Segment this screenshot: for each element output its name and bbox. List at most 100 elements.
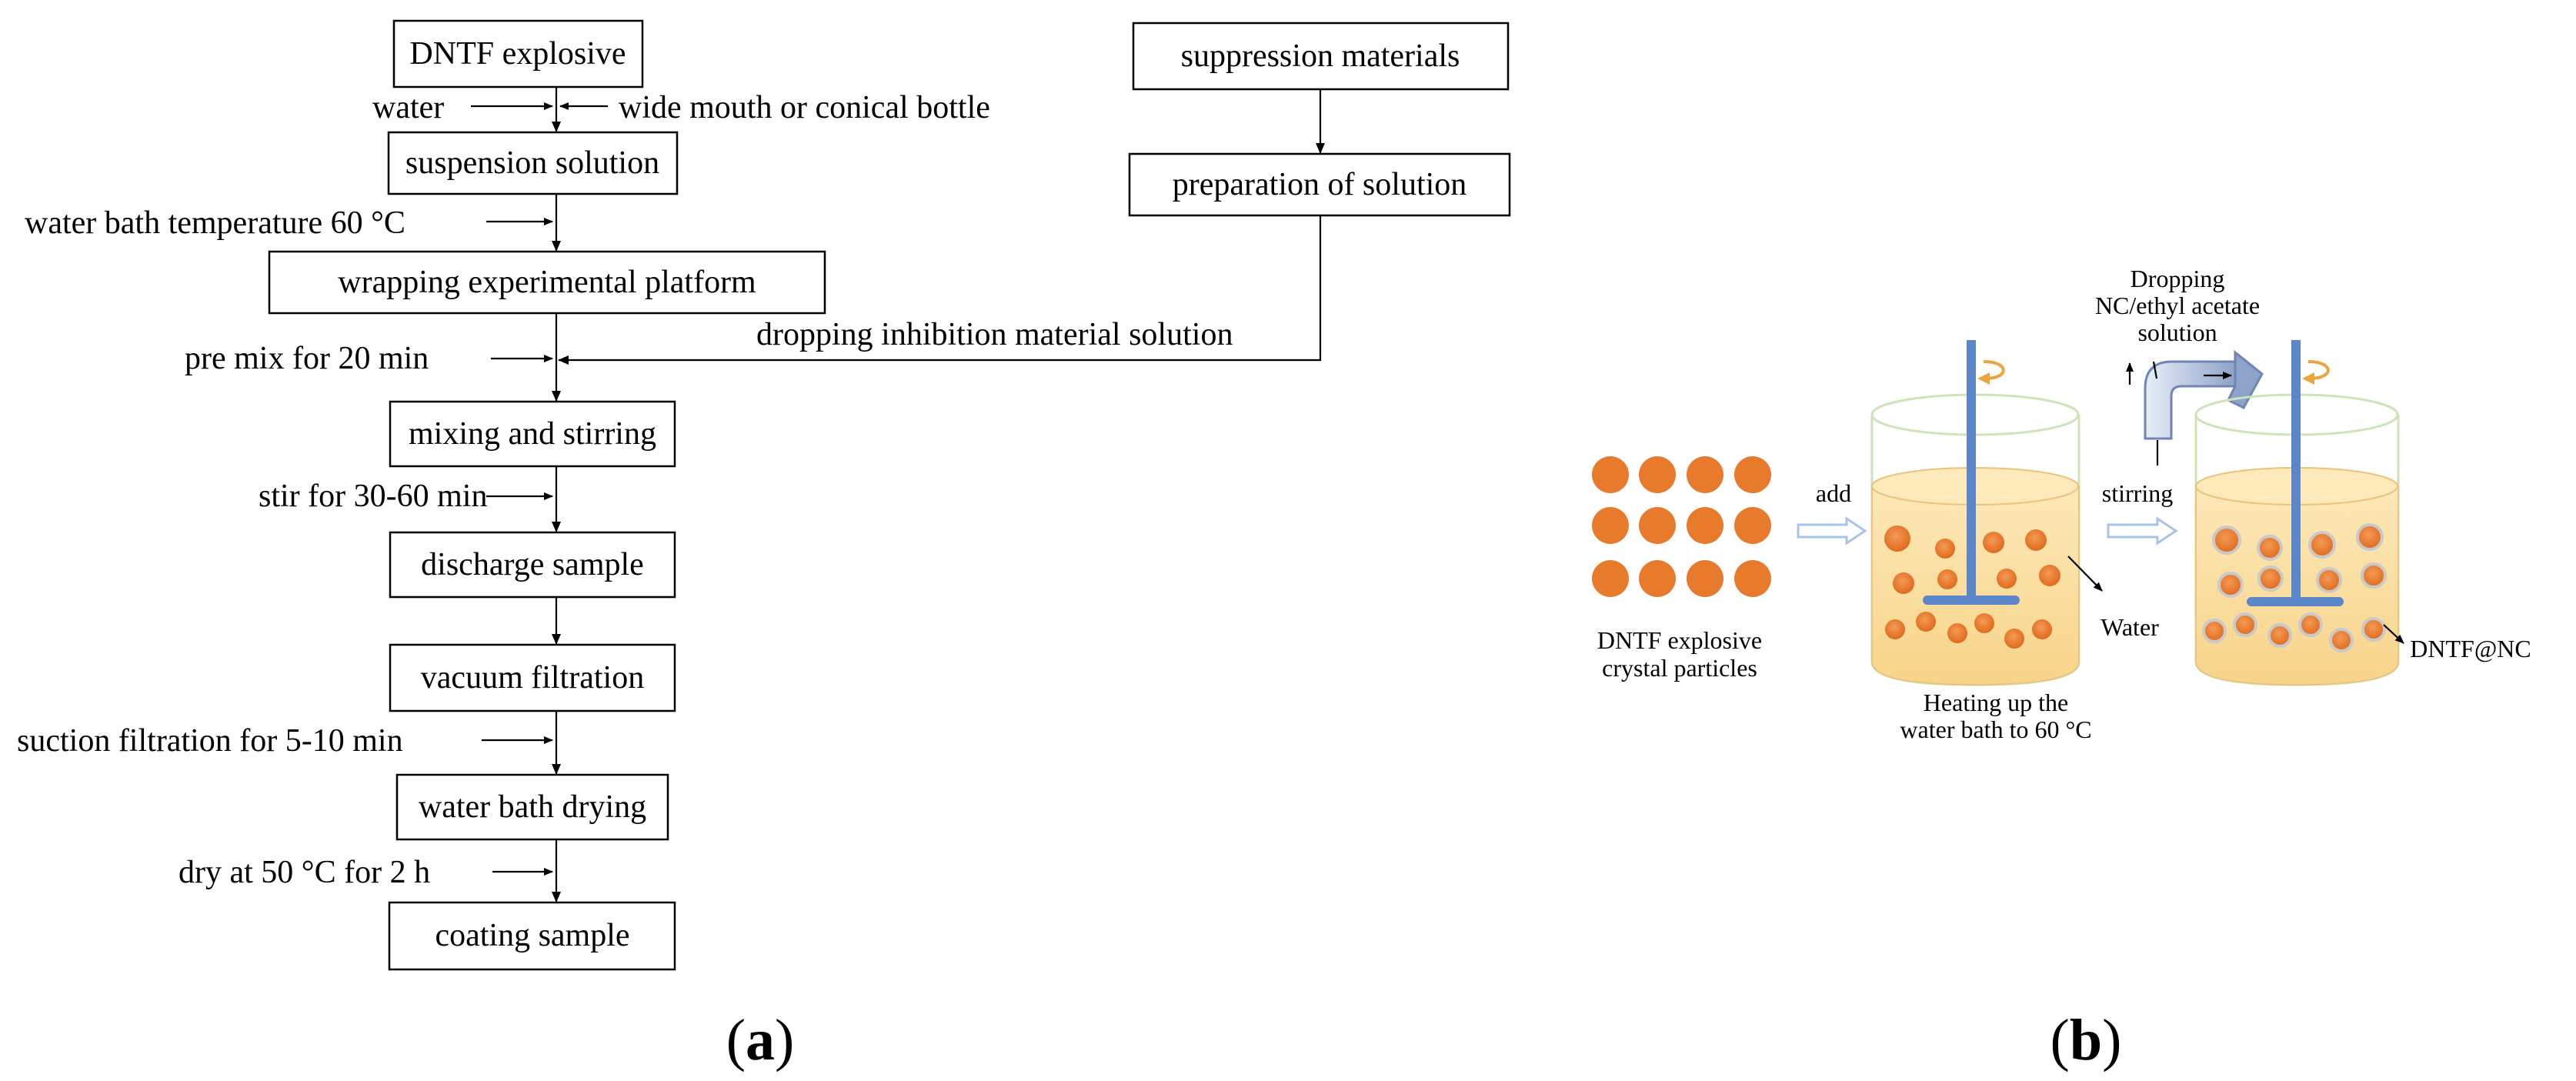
panel-a-label: (a): [726, 1008, 795, 1073]
coated-particle: [2308, 531, 2336, 559]
coated-particle: [2202, 619, 2227, 643]
particle: [1974, 613, 1994, 633]
particle: [1734, 560, 1771, 597]
particle: [1687, 560, 1723, 597]
particles-label-line1: DNTF explosive: [1597, 626, 1762, 654]
particle: [1997, 569, 2017, 589]
step-preparation-solution: preparation of solution: [1128, 152, 1511, 217]
stirring-rod: [1967, 340, 1976, 602]
rotation-arrow: [1983, 360, 2005, 380]
step-discharge-sample: discharge sample: [389, 531, 676, 599]
coated-particle: [2361, 562, 2387, 589]
rotation-arrow: [2307, 360, 2330, 380]
step-wrapping-platform: wrapping experimental platform: [268, 250, 826, 315]
annotation-dry: dry at 50 °C for 2 h: [179, 855, 553, 890]
beaker-heating: [1870, 340, 2103, 686]
annotation-suction: suction filtration for 5-10 min: [17, 723, 553, 759]
step-label: suppression materials: [1181, 38, 1460, 74]
step-label: vacuum filtration: [421, 660, 644, 696]
particle: [1639, 507, 1676, 544]
add-arrow: add: [1797, 479, 1867, 546]
step-label: preparation of solution: [1173, 167, 1467, 202]
water-label: water: [372, 90, 444, 125]
stir-label: stir for 30-60 min: [259, 479, 487, 514]
suction-label: suction filtration for 5-10 min: [17, 723, 403, 759]
step-coating-sample: coating sample: [388, 901, 676, 971]
step-water-bath-drying: water bath drying: [395, 773, 669, 841]
stirring-rod: [2291, 340, 2301, 603]
step-vacuum-filtration: vacuum filtration: [389, 643, 676, 712]
stirring-arrow: stirring: [2102, 479, 2178, 546]
bottle-label: wide mouth or conical bottle: [619, 90, 990, 125]
coated-particle: [2257, 535, 2283, 561]
coated-particle: [2329, 628, 2354, 652]
stirring-label: stirring: [2102, 479, 2173, 507]
particle-grid: [1592, 456, 1771, 597]
dropping-label-line3: solution: [2137, 319, 2217, 346]
step-mixing-stirring: mixing and stirring: [389, 400, 676, 468]
heating-label-line1: Heating up the: [1924, 689, 2068, 716]
coated-particle: [2217, 572, 2244, 598]
particle: [1592, 560, 1629, 597]
particle: [1687, 456, 1723, 493]
particle: [1639, 456, 1676, 493]
particle: [1916, 612, 1936, 632]
coated-particle: [2316, 567, 2342, 593]
beaker-coating: [2194, 340, 2404, 686]
dropping-label-line1: Dropping: [2131, 265, 2225, 292]
particle: [1592, 507, 1629, 544]
particle: [1885, 619, 1905, 639]
step-label: wrapping experimental platform: [338, 265, 756, 300]
flow-connectors: [552, 87, 1325, 903]
particle: [1893, 572, 1914, 594]
particle: [1592, 456, 1629, 493]
temperature-label: water bath temperature 60 °C: [25, 205, 405, 241]
particle: [2032, 619, 2052, 639]
panel-b-letter: b: [2070, 1008, 2102, 1073]
stirring-blade: [2247, 597, 2344, 606]
particle: [1734, 456, 1771, 493]
dropping-label: dropping inhibition material solution: [756, 317, 1233, 352]
panel-a-letter: a: [746, 1008, 775, 1073]
flowchart: DNTF explosive suspension solution wrapp…: [17, 19, 1511, 1073]
particle: [1884, 525, 1910, 552]
coated-particle: [2233, 612, 2257, 637]
step-label: DNTF explosive: [409, 36, 626, 72]
add-label: add: [1816, 479, 1851, 507]
particle: [1935, 539, 1955, 559]
step-label: suspension solution: [405, 145, 659, 181]
step-label: mixing and stirring: [409, 416, 656, 452]
step-suppression-materials: suppression materials: [1132, 22, 1510, 91]
dropping-label-line2: NC/ethyl acetate: [2095, 292, 2260, 319]
annotation-water: water: [372, 90, 553, 125]
stirring-blade: [1923, 596, 2020, 605]
heating-label-line2: water bath to 60 °C: [1900, 716, 2091, 743]
particle: [1687, 507, 1723, 544]
particles-label-line2: crystal particles: [1602, 654, 1757, 682]
premix-label: pre mix for 20 min: [185, 341, 429, 376]
schematic: DNTF explosive crystal particles add: [1592, 265, 2531, 1073]
dry-label: dry at 50 °C for 2 h: [179, 855, 430, 890]
coated-particle: [2257, 566, 2284, 592]
particle: [2025, 529, 2047, 551]
product-label: DNTF@NC: [2410, 635, 2531, 662]
step-label: discharge sample: [421, 547, 644, 582]
step-label: coating sample: [435, 918, 629, 953]
annotation-stir: stir for 30-60 min: [259, 479, 553, 514]
particle: [1983, 532, 2004, 553]
particle: [1639, 560, 1676, 597]
coated-particle: [2298, 612, 2323, 637]
water-label-b: Water: [2101, 613, 2159, 641]
annotation-bottle: wide mouth or conical bottle: [559, 90, 990, 125]
step-label: water bath drying: [419, 789, 646, 825]
coated-particle: [2212, 525, 2241, 555]
particle: [2039, 565, 2060, 586]
particle: [1947, 623, 1967, 643]
coated-particle: [2267, 623, 2292, 648]
annotation-temperature: water bath temperature 60 °C: [25, 205, 553, 241]
annotation-premix: pre mix for 20 min: [185, 341, 553, 376]
coated-particle: [2356, 523, 2384, 551]
particle: [1734, 507, 1771, 544]
dropping-pipe: Dropping NC/ethyl acetate solution: [2095, 265, 2264, 465]
